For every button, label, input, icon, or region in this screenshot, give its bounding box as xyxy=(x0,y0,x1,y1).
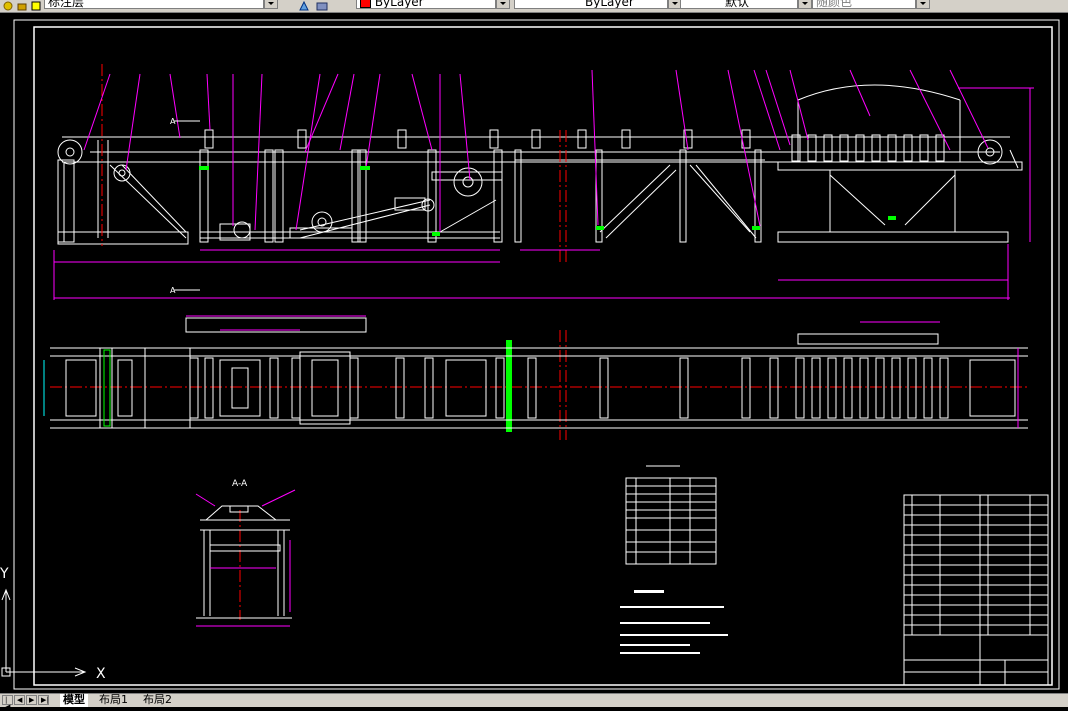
technical-table xyxy=(625,465,717,565)
plan-dimension-cyan xyxy=(43,349,111,427)
first-tab-button[interactable]: |◀ xyxy=(2,695,13,711)
title-block xyxy=(903,494,1049,686)
layer-select[interactable]: 标注层 xyxy=(44,0,264,9)
plotstyle-select[interactable]: 随颜色 xyxy=(812,0,916,9)
tab-layout1[interactable]: 布局1 xyxy=(99,693,128,706)
part-leaders xyxy=(53,69,1034,300)
technical-notes xyxy=(620,590,728,654)
plotstyle-select-value: 随颜色 xyxy=(816,0,853,9)
layer-color-icon[interactable] xyxy=(30,0,42,11)
section-aa-title: A-A xyxy=(232,479,248,489)
inner-border xyxy=(33,26,1053,686)
plan-rollers xyxy=(189,357,949,419)
make-current-icon[interactable] xyxy=(298,0,310,11)
ucs-icon xyxy=(1,588,87,677)
ucs-x-label: X xyxy=(96,666,106,682)
outer-border xyxy=(13,19,1060,690)
section-marker-bottom: A xyxy=(170,286,176,295)
lineweight-select[interactable]: 默认 xyxy=(680,0,798,9)
properties-toolbar: 标注层 ByLayer ByLayer 默认 随颜色 xyxy=(0,0,1068,13)
tab-model[interactable]: 模型 xyxy=(60,694,88,707)
ucs-y-label: Y xyxy=(0,566,9,582)
plan-dimensions xyxy=(186,315,1019,428)
impact-idlers xyxy=(791,134,945,162)
carry-idlers xyxy=(204,129,751,149)
weld-markers xyxy=(199,166,896,432)
color-swatch xyxy=(360,0,371,8)
centerlines xyxy=(50,64,1030,620)
section-marker-top: A xyxy=(170,117,176,126)
plan-view xyxy=(50,317,1028,429)
layer-previous-icon[interactable] xyxy=(316,0,328,11)
drawing-canvas[interactable]: A A xyxy=(0,13,1068,693)
linetype-select-value: ByLayer xyxy=(585,0,634,9)
tab-layout2[interactable]: 布局2 xyxy=(143,693,172,706)
layer-dropdown-button[interactable] xyxy=(264,0,278,9)
color-select[interactable]: ByLayer xyxy=(356,0,496,9)
layer-state-icon[interactable] xyxy=(2,0,14,11)
color-select-value: ByLayer xyxy=(374,0,424,9)
next-tab-button[interactable]: ▶ xyxy=(26,695,37,705)
elevation-view xyxy=(57,84,1023,245)
section-marker: A A xyxy=(170,117,200,295)
cad-drawing: A A xyxy=(0,19,1060,690)
prev-tab-button[interactable]: ◀ xyxy=(14,695,25,705)
section-aa-dims xyxy=(195,489,296,627)
plotstyle-dropdown-button[interactable] xyxy=(916,0,930,9)
lineweight-select-value: 默认 xyxy=(725,0,750,9)
layout-tabs: |◀ ◀ ▶ ▶| 模型 布局1 布局2 xyxy=(0,693,1068,711)
layer-select-value: 标注层 xyxy=(48,0,85,9)
section-aa-view: A-A xyxy=(196,479,292,619)
color-dropdown-button[interactable] xyxy=(496,0,510,9)
linetype-select[interactable]: ByLayer xyxy=(514,0,668,9)
layer-lock-icon[interactable] xyxy=(16,0,28,11)
last-tab-button[interactable]: ▶| xyxy=(38,695,49,705)
lineweight-dropdown-button[interactable] xyxy=(798,0,812,9)
